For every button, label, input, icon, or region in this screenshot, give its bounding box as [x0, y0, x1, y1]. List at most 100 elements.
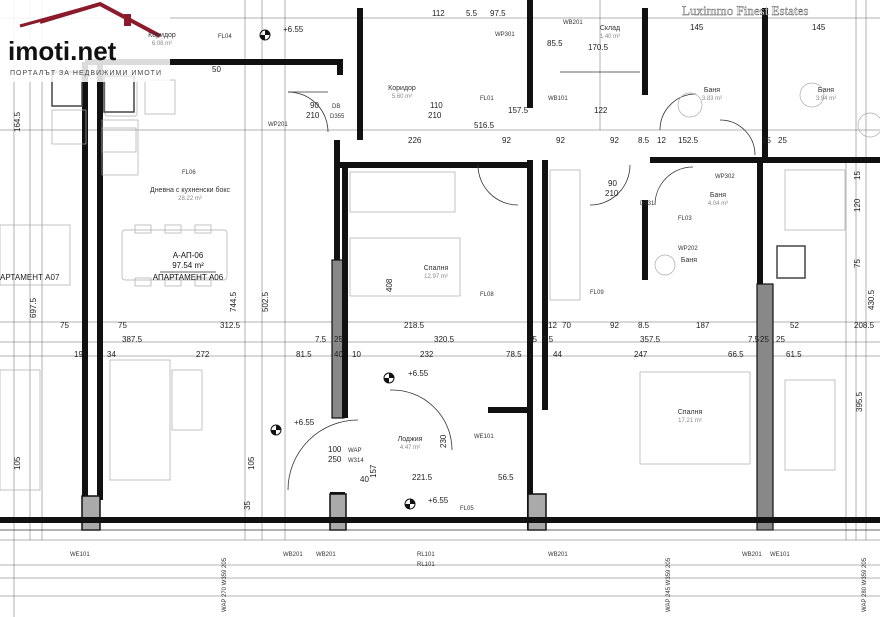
- room-area: 5.60 m²: [392, 94, 412, 100]
- element-tag: WP302: [715, 174, 735, 180]
- dimensions-vertical: 164.5 697.5 744.5 502.5 408 105 105 395.…: [13, 111, 876, 510]
- element-tag: FL08: [480, 292, 494, 298]
- bottom-mark: WB201: [283, 552, 303, 558]
- element-tag: WB201: [563, 20, 583, 26]
- bottom-mark: WB201: [316, 552, 336, 558]
- dimension-label: 40: [360, 475, 369, 484]
- dimension-label: 35: [243, 501, 252, 510]
- dimension-label: 516.5: [474, 121, 495, 130]
- dimension-label: 272: [196, 350, 210, 359]
- dimension-label: 110: [430, 101, 443, 110]
- dimension-label: 210: [306, 111, 320, 120]
- dimension-label: 90: [310, 101, 319, 110]
- element-tag: FL05: [460, 506, 474, 512]
- elevation-label: +6.55: [283, 25, 304, 34]
- dimension-label: 502.5: [261, 291, 270, 312]
- dimension-label: 25: [528, 335, 537, 344]
- dimension-label: 210: [428, 111, 442, 120]
- dimension-label: 105: [247, 456, 256, 470]
- room-area: 28.22 m²: [178, 196, 202, 202]
- apartment-code: А-АП-06: [173, 251, 204, 260]
- element-tag: FL03: [678, 216, 692, 222]
- apartment-name: АПАРТАМЕНТ А06: [153, 273, 224, 282]
- bottom-mark: WAP 280 W359 205: [862, 557, 868, 612]
- dimension-label: 157.5: [508, 106, 529, 115]
- dimension-label: 697.5: [29, 297, 38, 318]
- dimensions-low: 221.5 56.5 100 250 40 230 90 210: [328, 179, 619, 484]
- dimension-label: 105: [13, 456, 22, 470]
- dimension-label: 100: [328, 445, 342, 454]
- dimension-label: 408: [385, 278, 394, 292]
- element-tags: WP301 WP201 WB201 WB101 FL01 FL03 FL04 F…: [182, 20, 735, 558]
- dimension-label: 145: [690, 23, 704, 32]
- dimension-label: 5.5: [466, 9, 478, 18]
- room-name: Лоджия: [398, 436, 423, 443]
- element-tag: WAP: [348, 448, 361, 454]
- element-tag: D331: [640, 201, 655, 207]
- dimension-label: 52: [790, 321, 799, 330]
- room-name: Коридор: [148, 32, 176, 39]
- dimension-label: 61.5: [786, 350, 802, 359]
- element-tag: WP202: [678, 246, 698, 252]
- logo-subtitle: ПОРТАЛЪТ ЗА НЕДВИЖИМИ ИМОТИ: [10, 70, 162, 77]
- dimension-label: 75: [118, 321, 127, 330]
- room-name: Спалня: [424, 265, 449, 272]
- elevation-label: +6.55: [428, 496, 449, 505]
- dimension-label: 85.5: [547, 39, 563, 48]
- dimension-label: 210: [605, 189, 619, 198]
- element-tag: WP301: [495, 32, 515, 38]
- dimension-label: 92: [556, 136, 565, 145]
- dimension-label: 25: [760, 335, 769, 344]
- room-area: 4.47 m²: [400, 445, 420, 451]
- element-tag: DB: [332, 104, 340, 110]
- walls: [0, 0, 880, 531]
- dimension-label: 250: [328, 455, 342, 464]
- room-name: Склад: [600, 25, 620, 32]
- room-name: Баня: [704, 87, 720, 94]
- bottom-mark: WE101: [70, 552, 90, 558]
- dimension-label: 56.5: [498, 473, 514, 482]
- element-tag: FL09: [590, 290, 604, 296]
- dimension-label: 92: [502, 136, 511, 145]
- dimension-label: 8.5: [638, 136, 650, 145]
- dimension-label: 34: [107, 350, 116, 359]
- dimension-label: 145: [812, 23, 826, 32]
- dimensions-top: 112 5.5 97.5 170.5 85.5 145 145 50: [212, 9, 826, 74]
- dimension-label: 10: [352, 350, 361, 359]
- door-swings: [287, 71, 756, 491]
- bottom-marks: WE101 WB201 WB201 RL101 WB201 WB201 WE10…: [70, 552, 868, 612]
- room-name: Спалня: [678, 409, 703, 416]
- dimension-label: 19: [74, 350, 83, 359]
- bottom-mark: WAP 270 W359 205: [222, 557, 228, 612]
- dimension-label: 112: [432, 9, 445, 18]
- bottom-mark: WE101: [770, 552, 790, 558]
- room-area: 3.94 m²: [816, 96, 836, 102]
- bottom-mark: RL101: [417, 562, 435, 568]
- dimensions-row-2: 387.5 7.5 25 25 7.5 357.5 7.5 25 25: [122, 335, 785, 344]
- neighbor-apartment-label: АРТАМЕНТ А07: [0, 273, 60, 282]
- dimension-label: 187: [696, 321, 710, 330]
- dimension-label: 122: [594, 106, 608, 115]
- room-area: 3.83 m²: [702, 96, 722, 102]
- element-tag: WE101: [474, 434, 494, 440]
- element-tag: WB101: [548, 96, 568, 102]
- room-area: 17.21 m²: [678, 418, 702, 424]
- room-area: 6.08 m²: [152, 41, 172, 47]
- element-tag: WP201: [268, 122, 288, 128]
- dimension-label: 152.5: [678, 136, 699, 145]
- dimension-label: 8.5: [638, 321, 650, 330]
- element-tag: FL01: [480, 96, 494, 102]
- dimension-label: 78.5: [506, 350, 522, 359]
- room-name: Баня: [681, 257, 697, 264]
- dimension-label: 25: [778, 136, 787, 145]
- bottom-mark: WAP 245 W359 205: [666, 557, 672, 612]
- dimension-label: 44: [553, 350, 562, 359]
- dimension-label: 221.5: [412, 473, 433, 482]
- room-name: Баня: [710, 192, 726, 199]
- dimension-label: 247: [634, 350, 648, 359]
- element-tag: W314: [348, 458, 364, 464]
- dimension-label: 430.5: [867, 289, 876, 310]
- dimension-label: 7.5: [542, 335, 554, 344]
- dimension-label: 70: [562, 321, 571, 330]
